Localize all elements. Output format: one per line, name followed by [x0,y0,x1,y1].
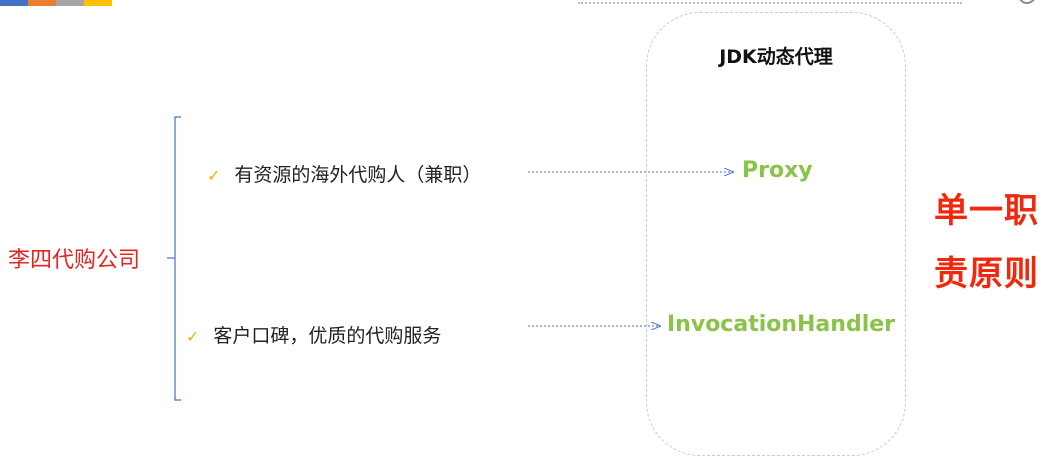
company-label: 李四代购公司 [8,248,141,273]
principle-line-2: 责原则 [934,254,1039,294]
principle-line-1: 单一职 [934,191,1039,231]
list-item-reputation: ✓ 客户口碑，优质的代购服务 [186,321,441,348]
list-item-overseas-buyer: ✓ 有资源的海外代购人（兼职） [207,160,481,187]
check-icon: ✓ [186,327,200,346]
list-item-label: 有资源的海外代购人（兼职） [234,164,482,186]
box-title: JDK动态代理 [719,46,833,68]
proxy-label: Proxy [742,158,813,183]
invocation-handler-label: InvocationHandler [667,312,896,337]
header-dotted-rule [578,2,962,4]
accent-bar-orange [28,0,56,6]
accent-bar-yellow [84,0,112,6]
check-icon: ✓ [207,166,221,185]
list-item-label: 客户口碑，优质的代购服务 [213,325,442,347]
accent-bar-gray [56,0,84,6]
accent-bar-blue [0,0,28,6]
grouping-bracket [174,116,181,401]
jdk-proxy-box [646,12,906,456]
